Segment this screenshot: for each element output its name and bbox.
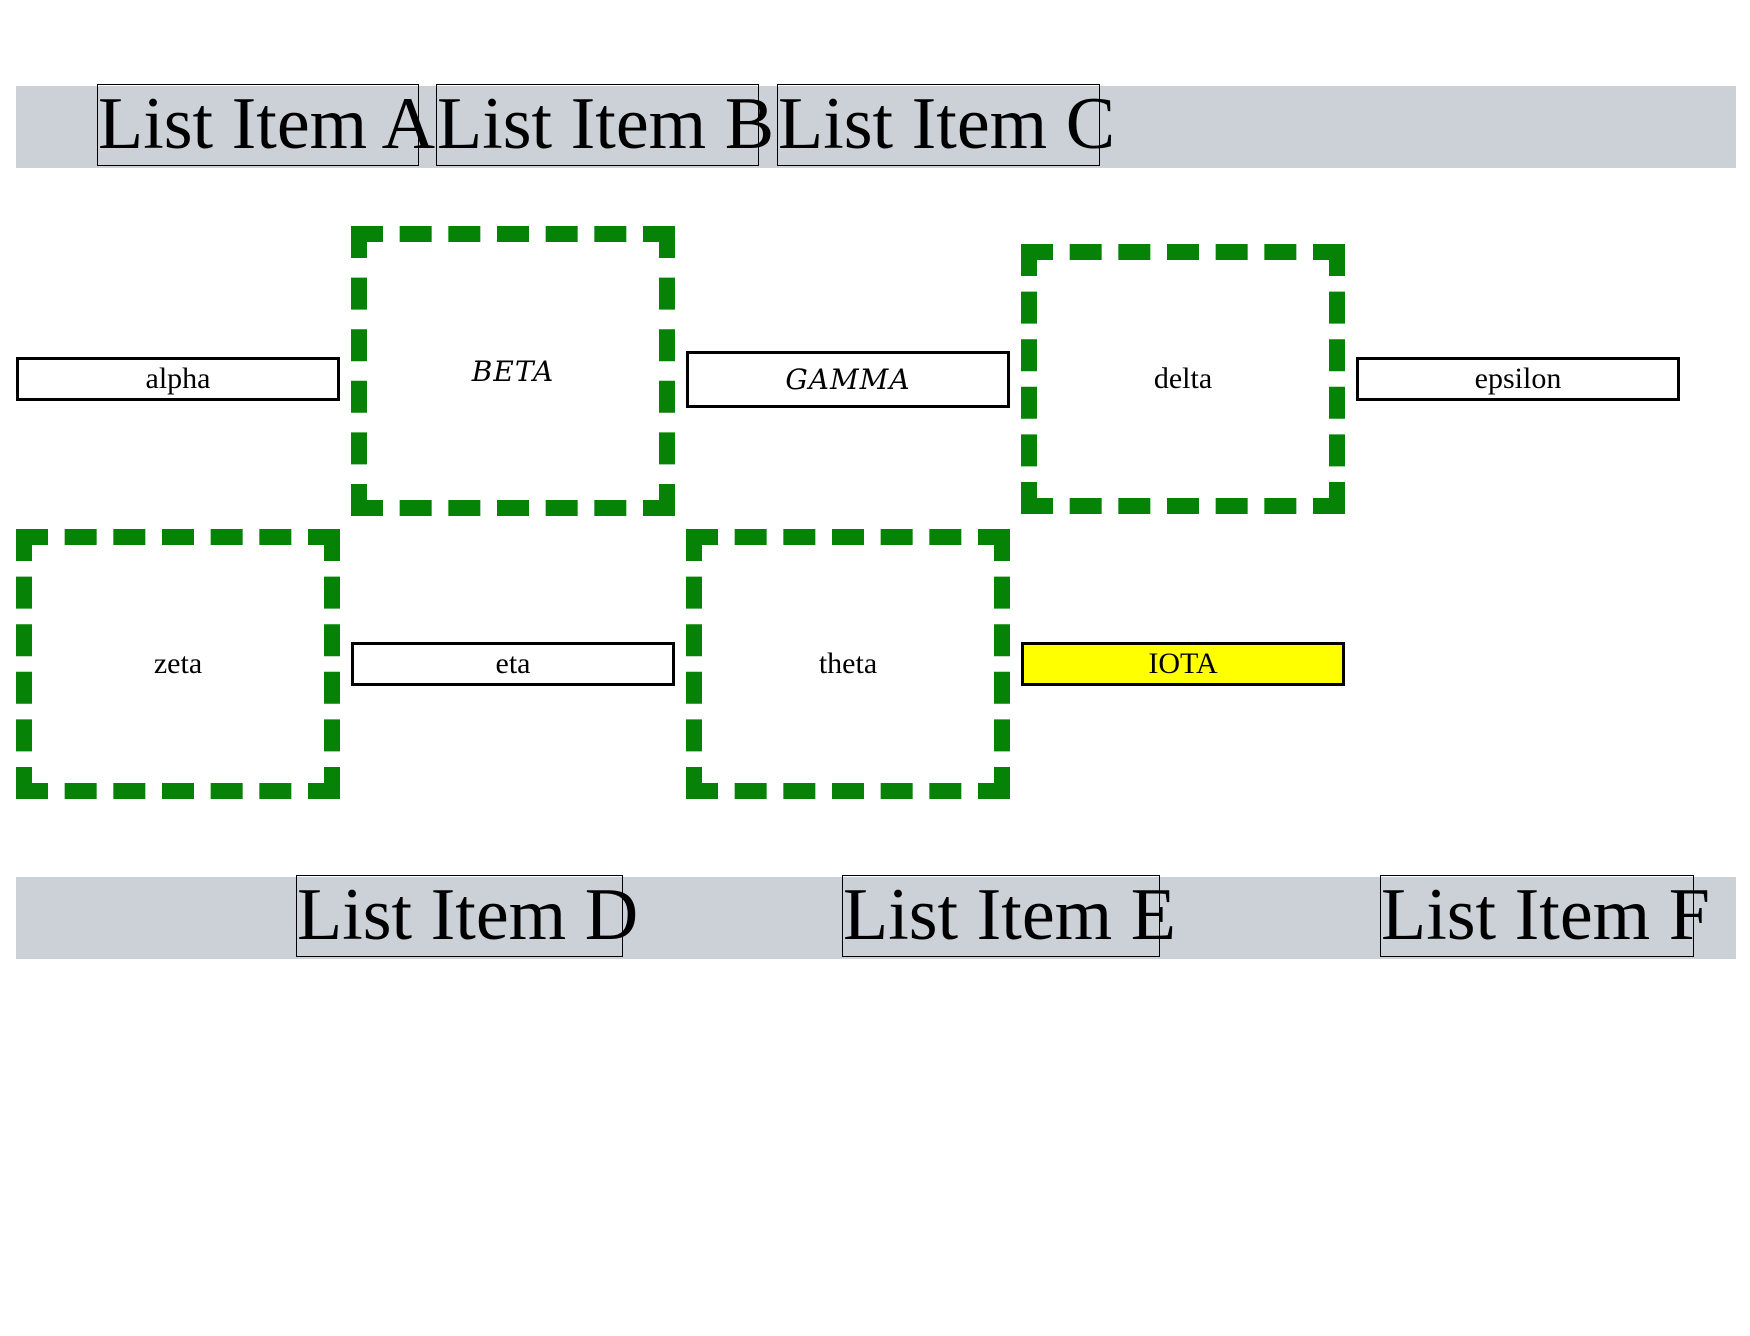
cell-epsilon-wrapper: epsilon bbox=[1356, 236, 1680, 522]
cell-alpha-wrapper: alpha bbox=[16, 236, 340, 522]
cell-alpha[interactable]: alpha bbox=[16, 357, 340, 401]
cell-gamma-wrapper: GAMMA bbox=[686, 236, 1010, 522]
list-item-b[interactable]: List Item B bbox=[436, 83, 775, 166]
list-item-a[interactable]: List Item A bbox=[97, 83, 436, 166]
cell-beta-label: BETA bbox=[471, 354, 555, 388]
list-item-c[interactable]: List Item C bbox=[777, 83, 1116, 166]
cell-zeta[interactable]: zeta bbox=[16, 529, 340, 799]
list-item-e[interactable]: List Item E bbox=[842, 874, 1176, 957]
cell-iota-wrapper: IOTA bbox=[1021, 521, 1345, 807]
cell-eta[interactable]: eta bbox=[351, 642, 675, 686]
cell-beta-wrapper: BETA bbox=[351, 226, 675, 516]
cell-theta-wrapper: theta bbox=[686, 521, 1010, 807]
list-item-d[interactable]: List Item D bbox=[296, 874, 639, 957]
cell-beta[interactable]: BETA bbox=[351, 226, 675, 516]
cell-delta-wrapper: delta bbox=[1021, 236, 1345, 522]
cell-gamma[interactable]: GAMMA bbox=[686, 350, 1010, 408]
cell-zeta-wrapper: zeta bbox=[16, 521, 340, 807]
cell-grid: alpha BETA GAMMA delta epsilon zeta eta … bbox=[16, 226, 1736, 807]
cell-eta-wrapper: eta bbox=[351, 521, 675, 807]
cell-delta[interactable]: delta bbox=[1021, 244, 1345, 514]
top-list-bar: List Item A List Item B List Item C bbox=[16, 83, 1736, 168]
cell-iota[interactable]: IOTA bbox=[1021, 642, 1345, 686]
cell-epsilon[interactable]: epsilon bbox=[1356, 357, 1680, 401]
list-item-f[interactable]: List Item F bbox=[1380, 874, 1710, 957]
bottom-list-bar: List Item D List Item E List Item F bbox=[16, 874, 1736, 959]
cell-theta[interactable]: theta bbox=[686, 529, 1010, 799]
cell-gamma-label: GAMMA bbox=[785, 362, 911, 396]
